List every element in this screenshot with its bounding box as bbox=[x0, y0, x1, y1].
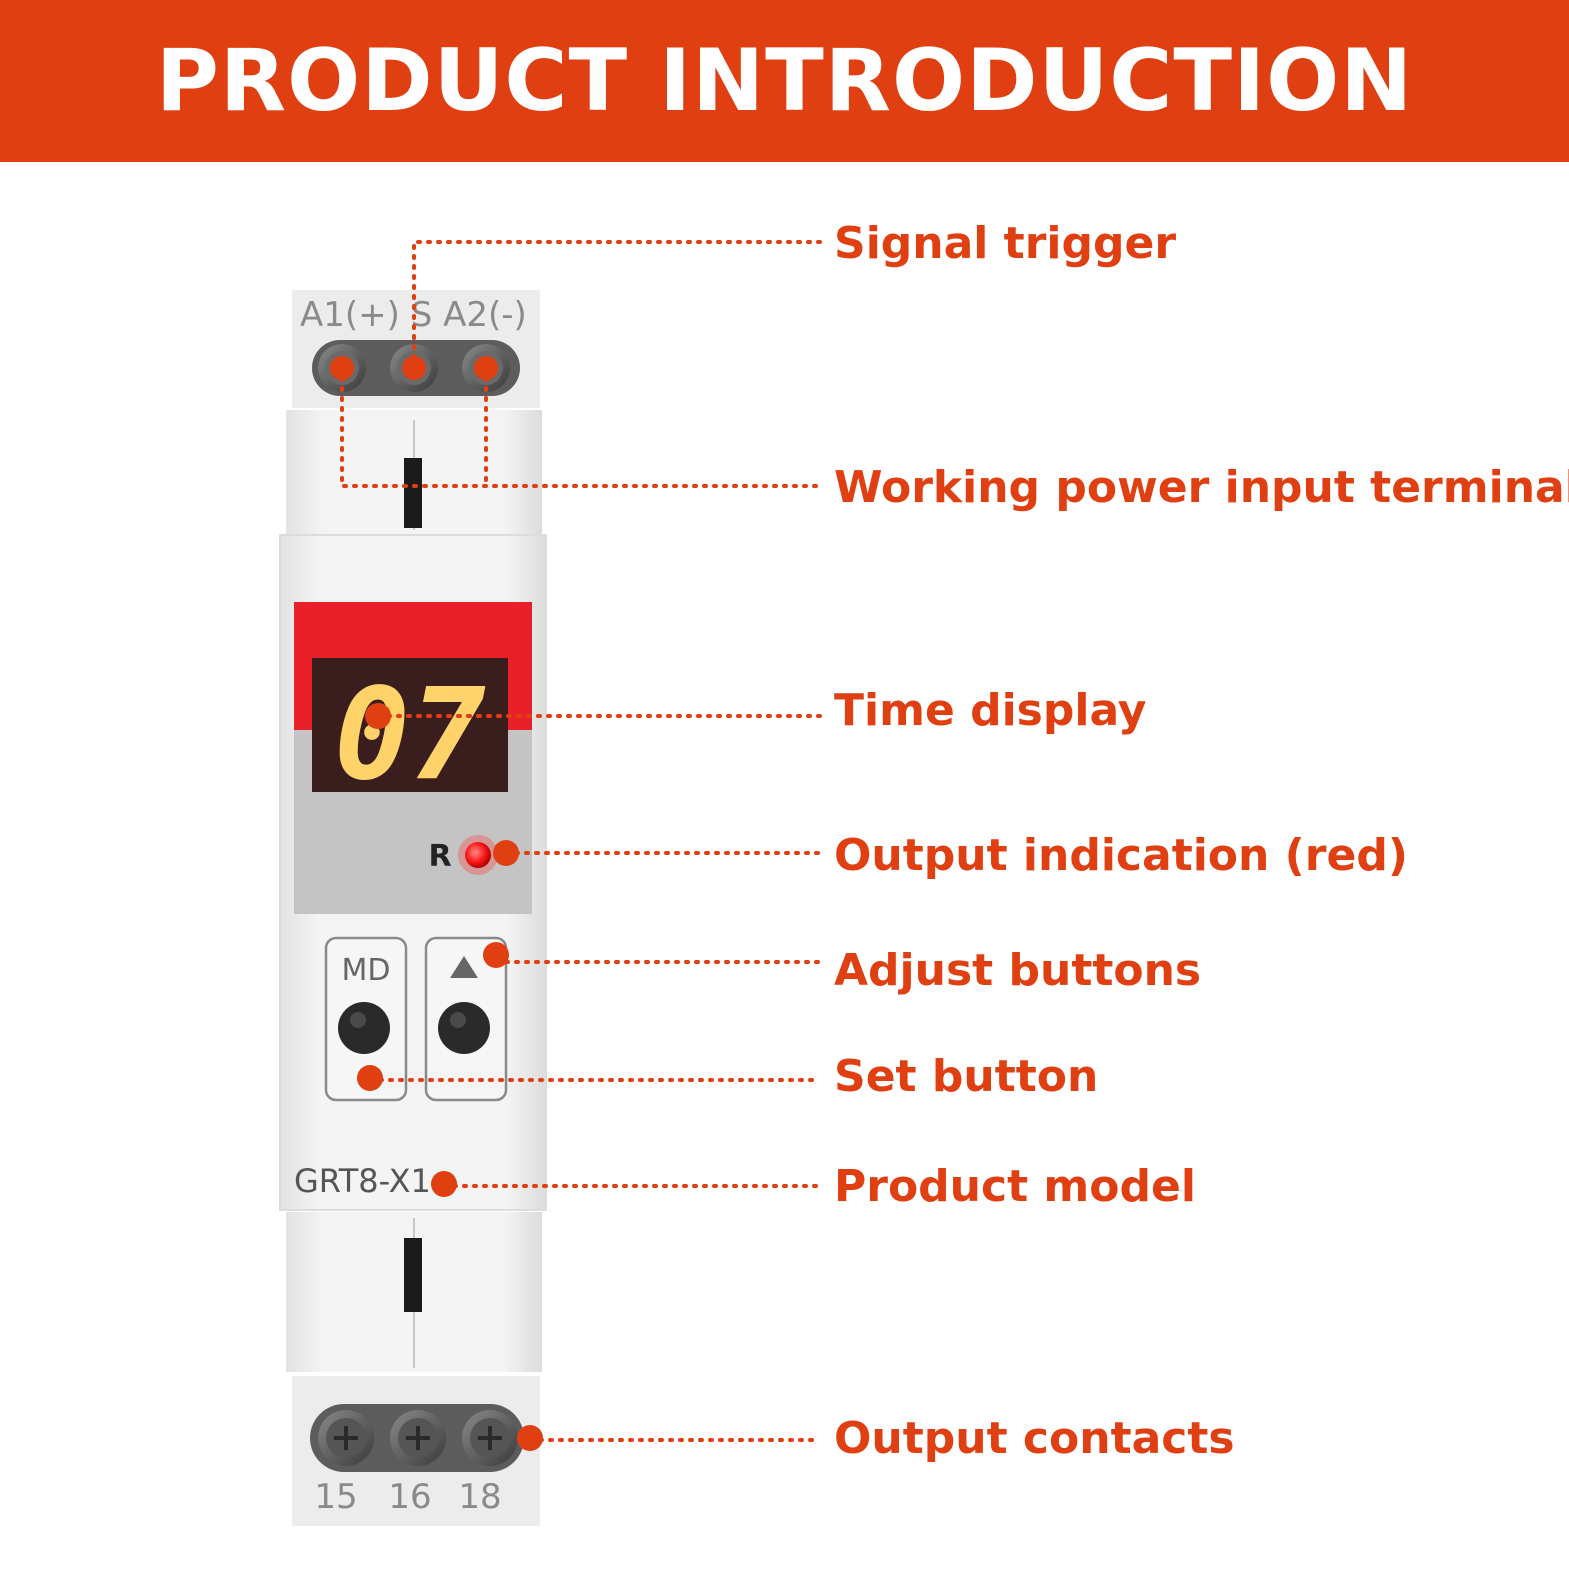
anchor-dot-a1 bbox=[330, 356, 354, 380]
callout-output-indication: Output indication (red) bbox=[834, 830, 1408, 881]
display-window: 07 R bbox=[294, 602, 532, 914]
anchor-dot-model bbox=[431, 1171, 457, 1197]
md-button-frame: MD bbox=[324, 936, 408, 1102]
upper-slot bbox=[404, 458, 422, 528]
callout-time-display: Time display bbox=[834, 685, 1147, 736]
terminal-label-18: 18 bbox=[458, 1477, 501, 1517]
lower-slot bbox=[404, 1238, 422, 1312]
terminal-label-16: 16 bbox=[388, 1477, 431, 1517]
anchor-dot-s bbox=[402, 356, 426, 380]
page-title: PRODUCT INTRODUCTION bbox=[155, 31, 1414, 131]
leader-signal-trigger bbox=[412, 240, 822, 370]
output-led bbox=[465, 842, 491, 868]
terminal-screw-16 bbox=[390, 1410, 446, 1466]
product-model-label: GRT8-X1 bbox=[294, 1162, 431, 1200]
callout-output-contacts: Output contacts bbox=[834, 1413, 1235, 1464]
anchor-dot-contacts bbox=[517, 1425, 543, 1451]
callout-signal-trigger: Signal trigger bbox=[834, 218, 1177, 269]
leader-power-a1 bbox=[340, 366, 822, 488]
up-button-frame bbox=[424, 936, 508, 1102]
digit-panel bbox=[312, 658, 508, 792]
bottom-terminal-block: 15 16 18 bbox=[292, 1376, 540, 1526]
up-triangle-icon bbox=[450, 956, 478, 978]
anchor-dot-adjust bbox=[483, 942, 509, 968]
time-display-digits: 07 bbox=[334, 661, 486, 808]
anchor-dot-display bbox=[365, 703, 391, 729]
md-button-label: MD bbox=[342, 953, 391, 988]
md-button[interactable] bbox=[338, 1002, 390, 1054]
terminal-screw-18 bbox=[462, 1410, 518, 1466]
terminal-screw-15 bbox=[318, 1410, 374, 1466]
callout-set-button: Set button bbox=[834, 1051, 1099, 1102]
header-banner: PRODUCT INTRODUCTION bbox=[0, 0, 1569, 162]
callout-working-power: Working power input terminal bbox=[834, 462, 1569, 513]
up-button[interactable] bbox=[438, 1002, 490, 1054]
anchor-dot-set bbox=[357, 1065, 383, 1091]
callout-adjust-buttons: Adjust buttons bbox=[834, 945, 1202, 996]
led-label: R bbox=[428, 839, 451, 874]
terminal-label-15: 15 bbox=[314, 1477, 357, 1517]
anchor-dot-a2 bbox=[474, 356, 498, 380]
callout-product-model: Product model bbox=[834, 1161, 1196, 1212]
anchor-dot-led bbox=[493, 840, 519, 866]
